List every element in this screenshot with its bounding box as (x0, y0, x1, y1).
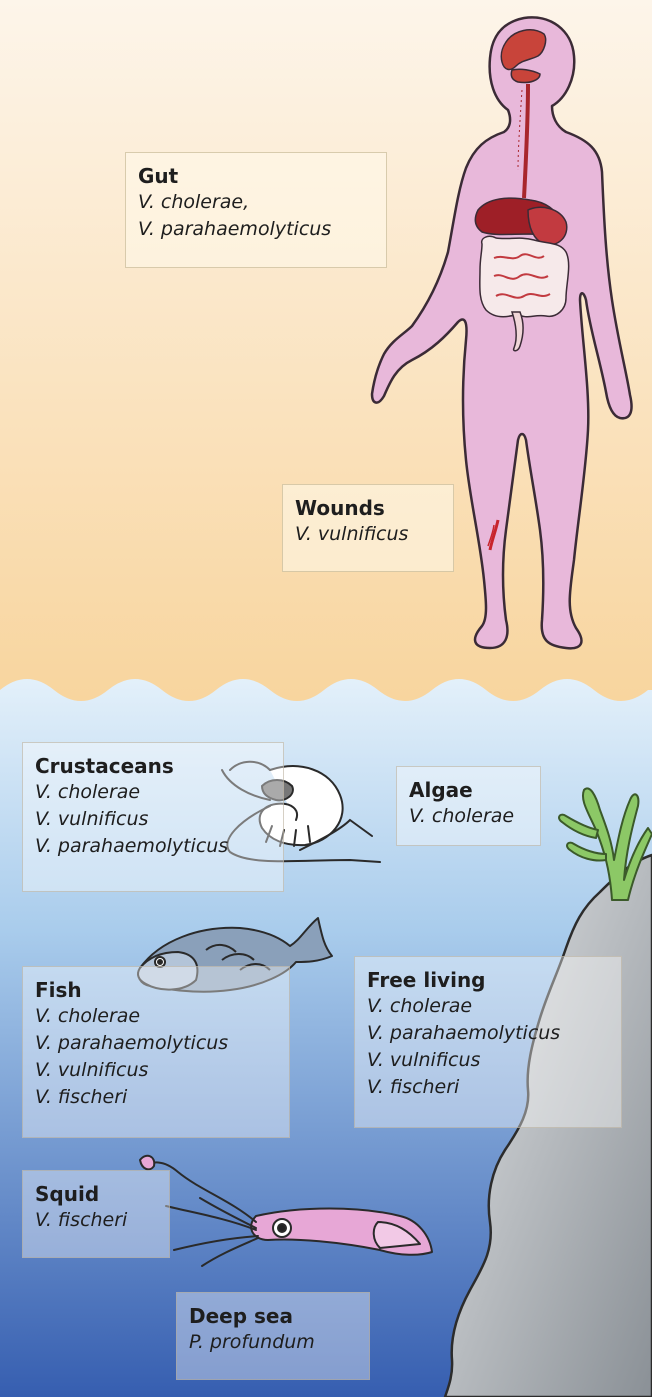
label-species: V. vulnificus (35, 1057, 277, 1084)
label-algae: Algae V. cholerae (396, 766, 541, 846)
label-species: P. profundum (189, 1329, 357, 1356)
label-crustaceans: Crustaceans V. cholerae V. vulnificus V.… (22, 742, 284, 892)
label-species: V. cholerae, (138, 189, 374, 216)
label-title: Fish (35, 977, 277, 1003)
label-fish: Fish V. cholerae V. parahaemolyticus V. … (22, 966, 290, 1138)
label-title: Deep sea (189, 1303, 357, 1329)
label-species: V. cholerae (367, 993, 609, 1020)
label-species: V. parahaemolyticus (367, 1020, 609, 1047)
label-species: V. parahaemolyticus (138, 216, 374, 243)
label-species: V. parahaemolyticus (35, 1030, 277, 1057)
label-species: V. fischeri (35, 1207, 157, 1234)
label-species: V. vulnificus (295, 521, 441, 548)
label-species: V. cholerae (409, 803, 528, 830)
label-species: V. fischeri (367, 1074, 609, 1101)
label-species: V. parahaemolyticus (35, 833, 271, 860)
label-species: V. cholerae (35, 1003, 277, 1030)
label-wounds: Wounds V. vulnificus (282, 484, 454, 572)
label-species: V. fischeri (35, 1084, 277, 1111)
label-squid: Squid V. fischeri (22, 1170, 170, 1258)
label-title: Free living (367, 967, 609, 993)
label-gut: Gut V. cholerae, V. parahaemolyticus (125, 152, 387, 268)
label-title: Crustaceans (35, 753, 271, 779)
label-species: V. cholerae (35, 779, 271, 806)
label-deep-sea: Deep sea P. profundum (176, 1292, 370, 1380)
label-species: V. vulnificus (367, 1047, 609, 1074)
label-title: Gut (138, 163, 374, 189)
label-title: Wounds (295, 495, 441, 521)
label-free-living: Free living V. cholerae V. parahaemolyti… (354, 956, 622, 1128)
label-species: V. vulnificus (35, 806, 271, 833)
label-title: Algae (409, 777, 528, 803)
label-title: Squid (35, 1181, 157, 1207)
